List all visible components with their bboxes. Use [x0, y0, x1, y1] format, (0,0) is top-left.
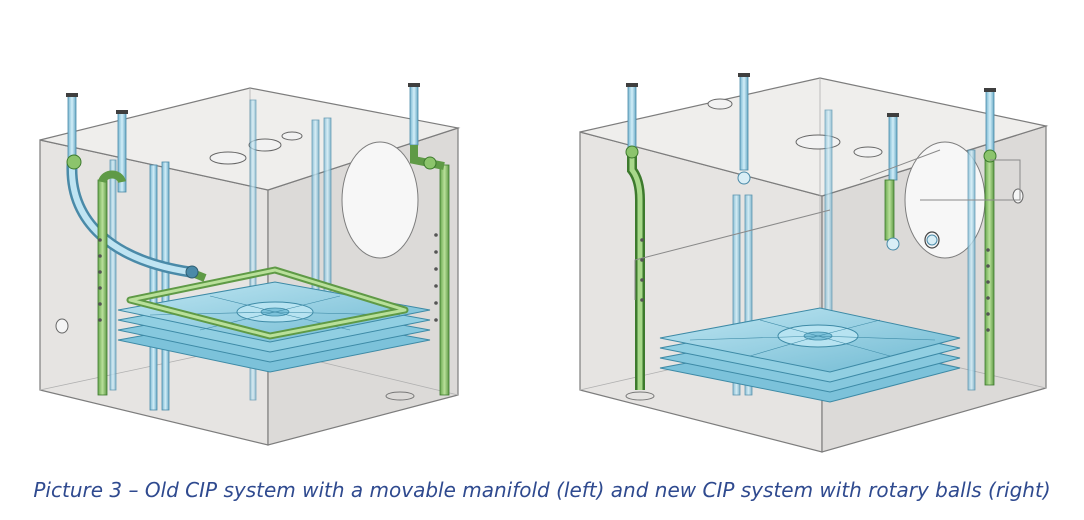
green-supply-pipes	[66, 145, 450, 396]
rotary-ball-icon	[737, 171, 751, 185]
rotary-ball-icons	[737, 171, 938, 251]
green-supply-pipes	[625, 145, 997, 390]
manhole-opening	[341, 141, 419, 259]
rotary-ball-icon	[886, 237, 900, 251]
rotary-ball-icon	[926, 234, 938, 246]
cip-comparison-figure	[39, 73, 1049, 453]
distribution-plate-stack	[659, 307, 961, 403]
old-cip-system-illustration	[39, 83, 461, 446]
tank-top-face	[39, 87, 461, 191]
figure-caption: Picture 3 – Old CIP system with a movabl…	[33, 478, 1051, 502]
new-cip-system-illustration	[579, 73, 1049, 453]
